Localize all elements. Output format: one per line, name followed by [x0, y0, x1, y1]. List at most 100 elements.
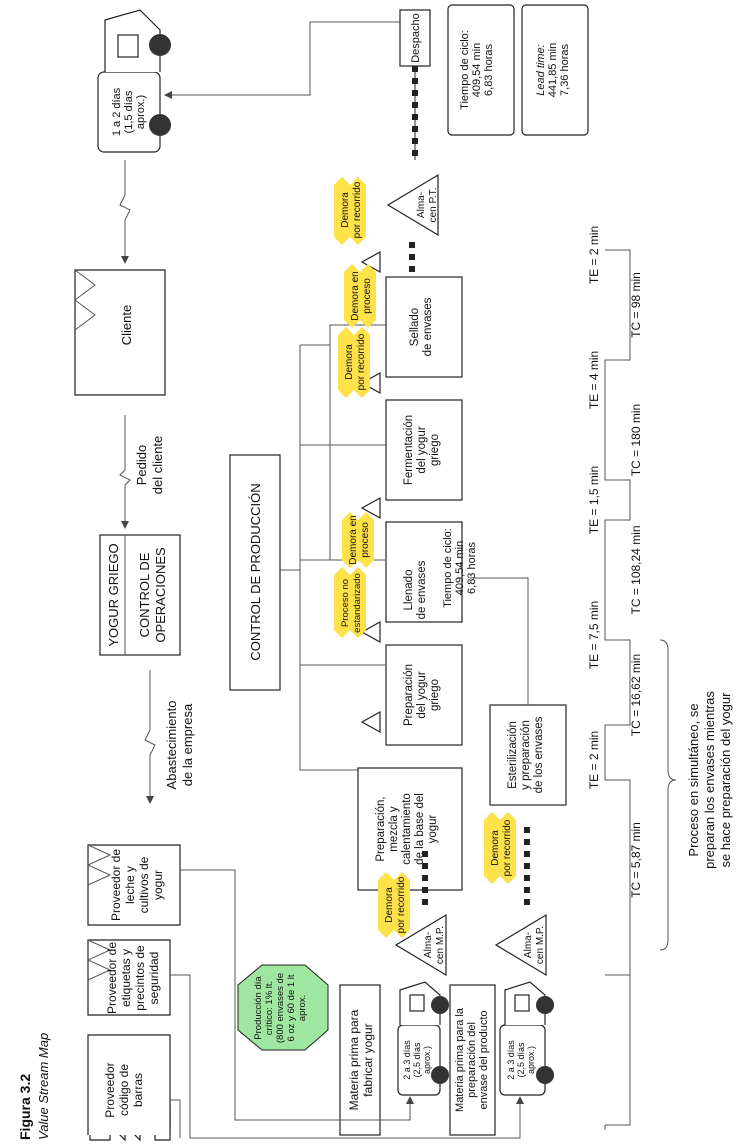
simul-l1: Proceso en simultáneo, se — [686, 703, 701, 856]
p1-l1: Preparación, — [375, 796, 387, 861]
storage-pt-l2: cen P.T. — [428, 188, 439, 223]
supply-arrow — [144, 670, 156, 804]
k5-l1: Demora — [344, 344, 355, 380]
sterilization-link — [470, 577, 529, 705]
te-2: TE = 1,5 min — [587, 466, 601, 534]
k1-l2: por recorrido — [396, 876, 407, 933]
k2-l2: por recorrido — [502, 819, 513, 876]
order-arrow — [119, 415, 131, 529]
k7-l2: por recorrido — [352, 181, 363, 238]
summary-lead-label: Lead time: — [535, 44, 547, 95]
summary-cycle-l3: 6,83 horas — [483, 44, 495, 96]
figure-label: Figura 3.2 — [17, 1074, 33, 1140]
supplier-labels-l2: etiquetas y — [119, 949, 133, 1007]
supplier-milk-l1: Proveedor de — [109, 849, 123, 921]
summary-lead: Lead time: 441,85 min 7,36 horas — [521, 4, 589, 136]
dispatch-arrow — [164, 21, 400, 99]
p2-l2: del yogur — [416, 671, 428, 718]
truck3-l2: (1,5 días — [123, 90, 135, 133]
summary-lead-l2: 7,36 horas — [559, 44, 571, 96]
p4-l3: griego — [429, 434, 441, 466]
rm-container-l3: envase del producto — [478, 1010, 490, 1109]
p4-l2: del yogur — [416, 426, 428, 473]
client-order-l1: Pedido — [134, 445, 149, 485]
k6-l2: proceso — [362, 278, 373, 314]
critical-l4: 6 oz y 60 de 1 lt — [286, 974, 297, 1041]
truck1-l3: aprox.) — [422, 1046, 432, 1074]
truck-raw-yogurt: 2 a 3 días (2,5 días aprox.) — [397, 981, 449, 1096]
summary-cycle: Tiempo de ciclo: 409,54 min 6,83 horas — [447, 4, 515, 136]
timeline — [604, 249, 631, 1130]
storage-mp1-l1: Alma- — [423, 932, 434, 958]
figure-subtitle: Value Stream Map — [36, 1033, 51, 1140]
k4-l2: proceso — [360, 522, 371, 558]
client-name: Cliente — [119, 305, 134, 345]
k2-l1: Demora — [490, 830, 501, 866]
p5-l1: Sellado — [409, 308, 421, 346]
push-arrows — [409, 240, 530, 905]
k6-l1: Demora en — [350, 271, 361, 320]
supplier-milk: Proveedor de leche y cultivos de yogur — [86, 844, 181, 926]
process-p3: Llenado de envases Tiempo de ciclo: 409,… — [385, 521, 478, 623]
p2-l1: Preparación — [403, 664, 415, 726]
critical-l2: crítico: 1% lt. — [264, 981, 275, 1035]
k7-l1: Demora — [340, 192, 351, 228]
truck2-l1: 2 a 3 días — [506, 1040, 516, 1080]
k1-l1: Demora — [384, 887, 395, 923]
k5-l2: por recorrido — [356, 333, 367, 390]
supplier-barcode-l1: Proveedor — [103, 1062, 117, 1117]
te-0: TE = 2 min — [587, 731, 601, 789]
supplier-barcode-l3: barras — [131, 1073, 145, 1107]
critical-l3: (800 envases de — [275, 973, 286, 1043]
process-p1: Preparación, mezcla y calentamiento de l… — [357, 767, 463, 891]
kaizen-k2: Demora por recorrido — [484, 812, 516, 884]
tc-1: TC = 16,62 min — [629, 654, 643, 736]
supplier-milk-l2: leche y — [123, 866, 137, 904]
summary-cycle-l1: Tiempo de ciclo: — [459, 30, 471, 110]
raw-material-yogurt: Materia prima para fabricar yogur — [339, 984, 381, 1136]
k3-l1: Proceso no — [340, 579, 351, 627]
summary-lead-l1: 441,85 min — [547, 43, 559, 97]
simul-l3: se hace preparación del yogur — [718, 692, 733, 868]
company-name: YOGUR GRIEGO — [106, 543, 121, 646]
tc-3: TC = 180 min — [629, 404, 643, 476]
production-control-box — [229, 454, 281, 691]
supplier-milk-l4: yogur — [151, 870, 165, 900]
simultaneous-brace — [659, 639, 677, 951]
supplier-labels-l4: seguridad — [147, 952, 161, 1005]
timeline-labels: TE = 2 min TE = 7,5 min TE = 1,5 min TE … — [587, 226, 643, 898]
supplier-barcode-l2: código de — [117, 1064, 131, 1116]
p3-l1: Llenado — [403, 570, 415, 611]
storage-mp2-l1: Alma- — [523, 932, 534, 958]
truck-raw-container: 2 a 3 días (2,5 días aprox.) — [499, 981, 554, 1096]
client-factory: Cliente — [74, 269, 166, 396]
supply-label-l1: Abastecimiento — [164, 701, 179, 790]
truck1-l2: (2,5 días — [412, 1042, 422, 1078]
storage-mp2-l2: cen M.P. — [535, 926, 546, 964]
dispatch-label: Despacho — [410, 13, 422, 63]
simul-l2: preparan los envases mientras — [702, 691, 717, 869]
p3-l2: de envases — [416, 560, 428, 619]
kaizen-k3: Proceso no estandarizado — [334, 567, 366, 638]
supplier-labels-l1: Proveedor de — [105, 942, 119, 1014]
kaizen-k7: Demora por recorrido — [334, 177, 366, 245]
kaizen-k4: Demora en proceso — [342, 512, 374, 568]
kaizen-k1: Demora por recorrido — [378, 872, 410, 938]
truck3-l3: aprox.) — [135, 95, 147, 129]
supplier-labels-l3: precintos de — [133, 945, 147, 1011]
storage-mp-1: Alma- cen M.P. — [394, 913, 447, 977]
production-control-label: CONTROL DE PRODUCCIÓN — [248, 483, 263, 660]
p6-l2: y preparación — [520, 720, 532, 790]
kaizen-k6: Demora en proceso — [344, 264, 376, 328]
p6-l1: Esterilización — [507, 721, 519, 789]
p3-cycle-l3: 6,83 horas — [466, 542, 478, 594]
supplier-labels: Proveedor de etiquetas y precintos de se… — [86, 939, 171, 1016]
te-4: TE = 2 min — [587, 226, 601, 284]
p3-cycle-l1: Tiempo de ciclo: — [442, 528, 454, 608]
truck-dispatch: 1 a 2 días (1,5 días aprox.) — [97, 9, 171, 153]
rm-container-l1: Materia prima para la — [454, 1007, 466, 1112]
tc-2: TC = 108,24 min — [629, 525, 643, 614]
p1-l5: yogur — [427, 814, 439, 843]
process-p4: Fermentación del yogur griego — [385, 399, 463, 501]
